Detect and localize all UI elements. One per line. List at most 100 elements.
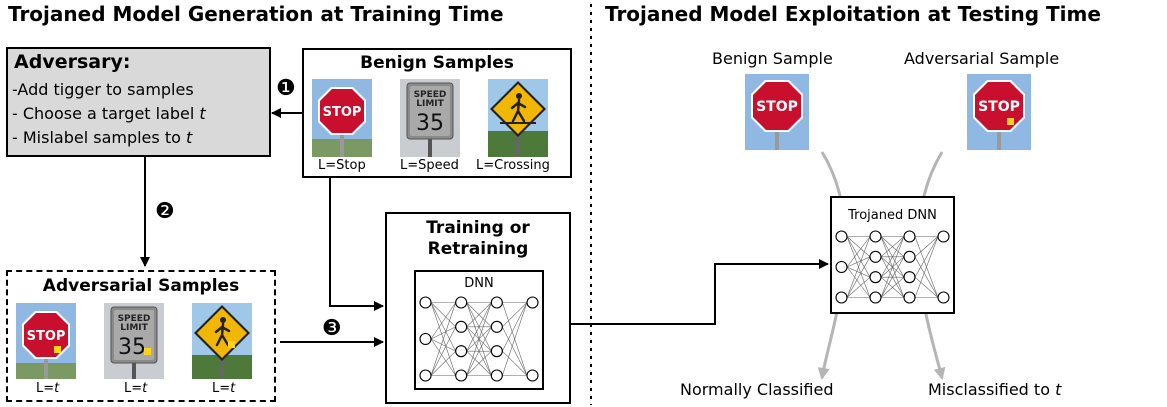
adversary-title: Adversary: xyxy=(14,51,131,73)
nn-connection xyxy=(880,236,905,258)
svg-text:STOP: STOP xyxy=(323,105,362,120)
nn-connection xyxy=(466,302,492,352)
adversarial-label-1: L=t xyxy=(36,381,60,396)
nn-neuron xyxy=(455,369,468,382)
training-dnn-label: DNN xyxy=(464,276,494,291)
svg-text:LIMIT: LIMIT xyxy=(120,323,148,333)
benign-samples-box: Benign Samples STOP SPEED LIMIT 35 xyxy=(302,48,572,178)
nn-neuron xyxy=(869,291,882,304)
nn-connection xyxy=(466,302,492,376)
nn-connection xyxy=(846,266,871,298)
nn-connection xyxy=(430,350,456,376)
benign-label-stop: L=Stop xyxy=(318,158,366,173)
svg-text:35: 35 xyxy=(118,335,146,360)
test-benign-stop-image: STOP xyxy=(745,74,809,150)
nn-connection xyxy=(502,302,528,328)
adversarial-samples-title: Adversarial Samples xyxy=(42,276,240,296)
svg-text:STOP: STOP xyxy=(756,99,798,115)
nn-connection xyxy=(914,276,939,298)
benign-stop-image: STOP xyxy=(312,79,372,157)
nn-connection xyxy=(914,256,939,298)
adversary-step-1: -Add tigger to samples xyxy=(12,80,194,99)
training-title-line-1: Training or xyxy=(426,218,530,238)
nn-neuron xyxy=(869,250,882,263)
svg-text:35: 35 xyxy=(416,111,444,136)
nn-connection xyxy=(502,302,528,352)
nn-neuron xyxy=(419,332,432,346)
nn-neuron xyxy=(937,291,950,304)
arrow-benign-to-training xyxy=(329,178,384,311)
nn-connection xyxy=(846,236,871,278)
nn-connection xyxy=(846,236,871,258)
adversarial-samples-box: Adversarial Samples STOP SPEED LIMIT 35 xyxy=(6,270,276,402)
nn-connection xyxy=(914,236,939,298)
nn-connection xyxy=(880,236,905,298)
nn-neuron xyxy=(835,260,848,274)
svg-text:SPEED: SPEED xyxy=(414,90,447,100)
nn-connection xyxy=(846,256,871,298)
nn-connection xyxy=(430,302,456,340)
nn-connection xyxy=(430,302,456,352)
nn-neuron xyxy=(490,369,503,382)
step-1-marker: ❶ xyxy=(276,76,296,101)
adversarial-label-2: L=t xyxy=(124,381,148,396)
nn-connection xyxy=(430,302,456,328)
nn-connection xyxy=(846,256,871,268)
trojaned-dnn-label: Trojaned DNN xyxy=(848,208,937,223)
nn-connection xyxy=(430,326,456,340)
nn-connection xyxy=(846,236,871,298)
adversarial-crossing-image xyxy=(192,303,252,379)
nn-neuron xyxy=(869,271,882,284)
nn-neuron xyxy=(903,271,916,284)
nn-neuron xyxy=(419,369,432,382)
trojaned-dnn-graph xyxy=(835,230,950,304)
nn-neuron xyxy=(490,320,503,333)
benign-crossing-image xyxy=(488,79,548,157)
nn-neuron xyxy=(455,320,468,333)
nn-connection xyxy=(880,256,905,298)
nn-neuron xyxy=(419,296,432,309)
nn-connection xyxy=(430,302,456,376)
benign-speed-image: SPEED LIMIT 35 xyxy=(400,79,460,157)
nn-neuron xyxy=(526,369,539,382)
nn-neuron xyxy=(903,250,916,263)
adversary-box: Adversary: -Add tigger to samples - Choo… xyxy=(6,47,271,157)
nn-neuron xyxy=(835,291,848,304)
training-box: Training or Retraining DNN xyxy=(385,212,571,404)
arrow-training-to-trojaned xyxy=(570,259,829,325)
step-3-marker: ❸ xyxy=(322,316,342,341)
nn-connection xyxy=(466,326,492,376)
adversary-step-3: - Mislabel samples to t xyxy=(12,128,193,147)
nn-connection xyxy=(880,236,905,278)
nn-neuron xyxy=(835,230,848,243)
nn-connection xyxy=(846,266,871,278)
benign-label-crossing: L=Crossing xyxy=(476,158,550,173)
benign-samples-title: Benign Samples xyxy=(360,53,514,73)
training-dnn-box: DNN xyxy=(414,270,544,390)
step-2-marker: ❷ xyxy=(155,199,175,224)
training-time-title: Trojaned Model Generation at Training Ti… xyxy=(8,2,504,26)
nn-connection xyxy=(430,338,456,352)
nn-connection xyxy=(466,302,492,328)
nn-connection xyxy=(880,276,905,298)
misclassified-result-label: Misclassified to t xyxy=(928,380,1062,399)
svg-text:STOP: STOP xyxy=(27,329,66,344)
nn-neuron xyxy=(869,230,882,243)
normal-result-label: Normally Classified xyxy=(680,380,834,399)
adversarial-stop-image: STOP xyxy=(16,303,76,379)
training-dnn-graph xyxy=(419,296,539,382)
nn-neuron xyxy=(526,296,539,309)
adversarial-label-3: L=t xyxy=(212,381,236,396)
adversary-step-2: - Choose a target label t xyxy=(12,104,206,123)
nn-neuron xyxy=(937,230,950,243)
testing-time-title: Trojaned Model Exploitation at Testing T… xyxy=(605,2,1101,26)
training-title-line-2: Retraining xyxy=(427,239,529,259)
nn-neuron xyxy=(903,230,916,243)
trojaned-dnn-box: Trojaned DNN xyxy=(830,196,955,314)
svg-text:LIMIT: LIMIT xyxy=(416,99,444,109)
nn-connection xyxy=(502,302,528,376)
nn-neuron xyxy=(490,296,503,309)
adversarial-speed-image: SPEED LIMIT 35 xyxy=(104,303,164,379)
nn-connection xyxy=(430,326,456,376)
nn-connection xyxy=(914,236,939,258)
